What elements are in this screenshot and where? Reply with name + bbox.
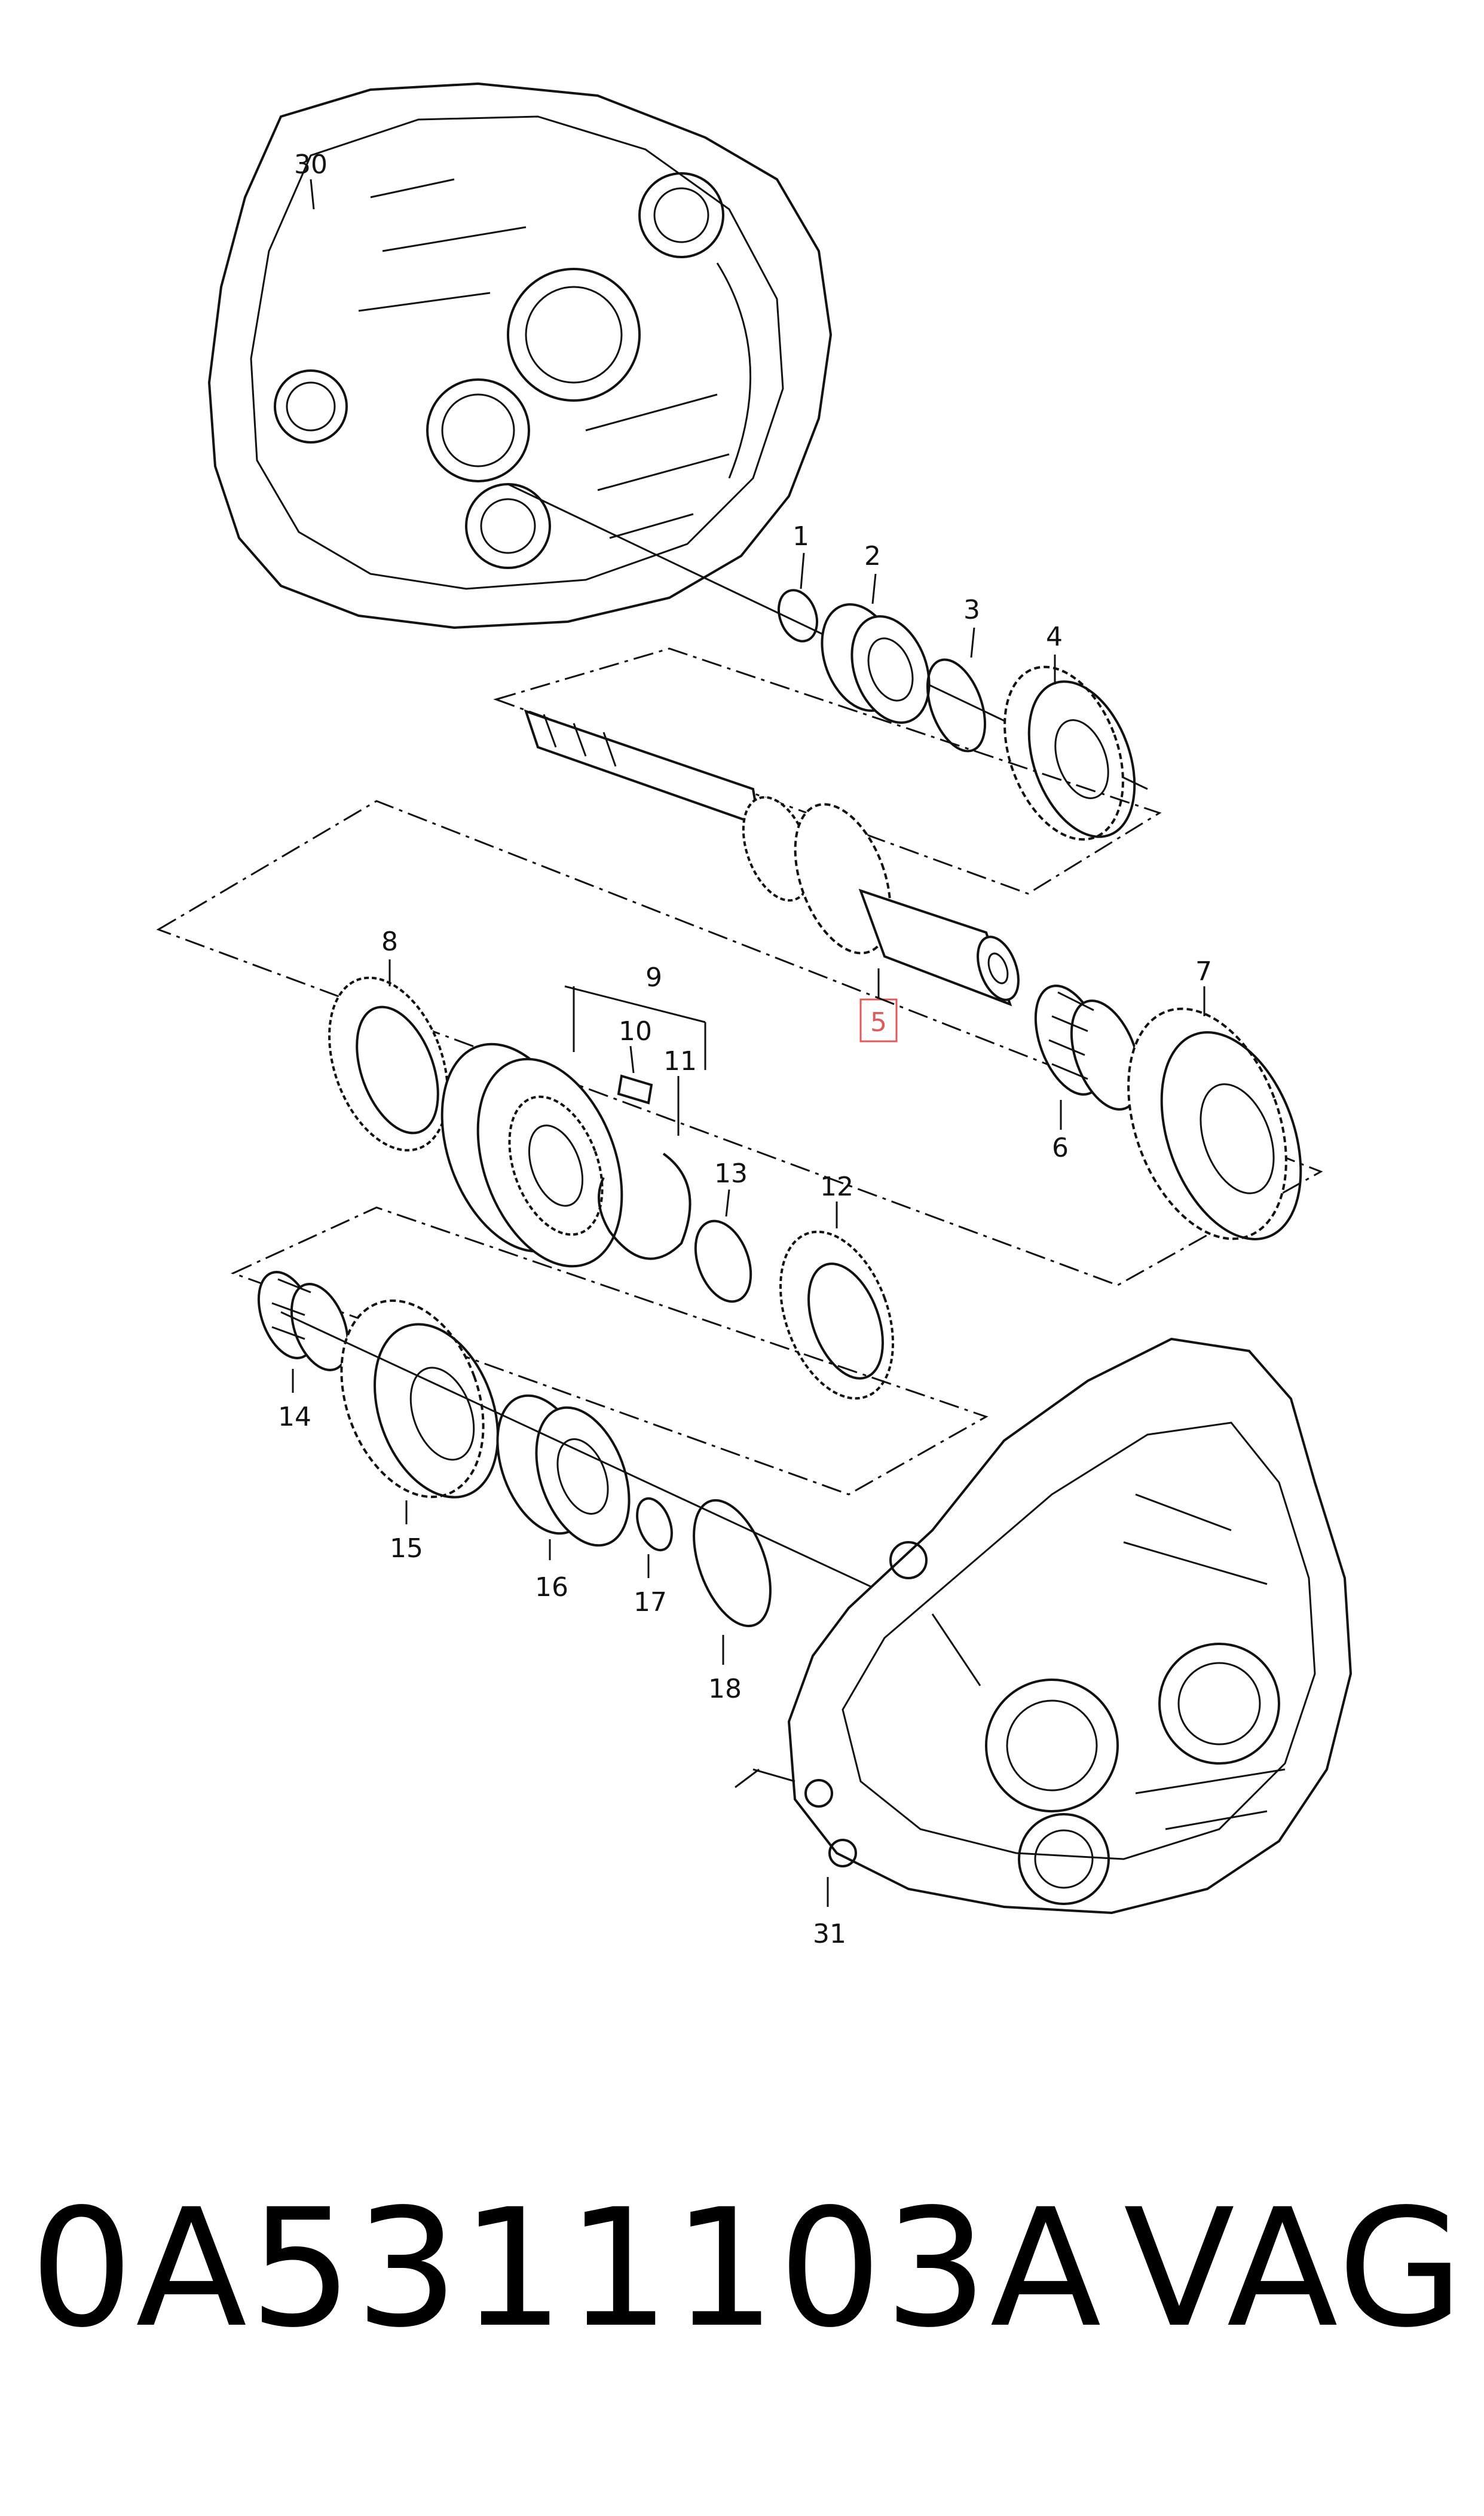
circlip-1 bbox=[778, 589, 818, 643]
shaft-5 bbox=[524, 709, 1020, 1007]
leader-10 bbox=[629, 1045, 635, 1074]
callout-14: 14 bbox=[278, 1402, 311, 1432]
callout-4: 4 bbox=[1046, 622, 1063, 652]
callout-1: 1 bbox=[793, 521, 809, 552]
synchro-hub-9 bbox=[440, 1043, 623, 1268]
leader-30 bbox=[310, 179, 315, 210]
callout-2: 2 bbox=[864, 541, 881, 571]
callout-13: 13 bbox=[714, 1158, 748, 1189]
callout-12: 12 bbox=[820, 1172, 853, 1202]
callout-31: 31 bbox=[813, 1919, 846, 1949]
group-frame-lower bbox=[231, 1206, 989, 1496]
callout-11: 11 bbox=[663, 1046, 697, 1077]
callout-6: 6 bbox=[1052, 1133, 1069, 1163]
callout-3: 3 bbox=[963, 595, 980, 625]
callout-7: 7 bbox=[1195, 956, 1212, 987]
callout-15: 15 bbox=[390, 1533, 423, 1564]
snap-ring-3 bbox=[926, 658, 987, 753]
gear-15 bbox=[340, 1299, 499, 1499]
leader-13 bbox=[725, 1189, 730, 1217]
callout-10: 10 bbox=[619, 1016, 652, 1047]
callout-18: 18 bbox=[708, 1674, 742, 1704]
callout-5: 5 bbox=[870, 1007, 887, 1038]
callout-17: 17 bbox=[634, 1587, 667, 1618]
callout-30: 30 bbox=[294, 149, 328, 180]
bearing-2 bbox=[821, 603, 931, 724]
callout-16: 16 bbox=[535, 1572, 568, 1603]
bracket-9 bbox=[564, 985, 706, 1070]
needle-bearing-6 bbox=[1034, 985, 1142, 1111]
synchro-ring-12 bbox=[779, 1230, 895, 1400]
part-number-caption: 0A5311103A VAG bbox=[30, 2188, 1464, 2367]
synchro-ring-8 bbox=[328, 976, 449, 1152]
exploded-parts-diagram: 30 1 2 3 4 5 bbox=[156, 82, 1353, 1949]
leader-2 bbox=[871, 573, 877, 604]
callout-5-highlight bbox=[859, 998, 898, 1043]
housing-31 bbox=[735, 1337, 1353, 1915]
snap-ring-18 bbox=[693, 1499, 772, 1628]
part-number: 0A5311103A bbox=[30, 2175, 1104, 2364]
leader-1 bbox=[800, 552, 805, 589]
gear-7 bbox=[1127, 1007, 1302, 1240]
locking-piece-10 bbox=[617, 1074, 653, 1105]
callout-8: 8 bbox=[381, 927, 398, 957]
group-frame-middle bbox=[156, 800, 1323, 1286]
gear-4 bbox=[1003, 665, 1136, 841]
circlip-17 bbox=[636, 1497, 673, 1552]
brand-label: VAG bbox=[1124, 2175, 1466, 2364]
circlip-13 bbox=[694, 1219, 752, 1303]
spring-11 bbox=[598, 1152, 691, 1260]
callout-9: 9 bbox=[645, 962, 662, 993]
axis-line-31 bbox=[280, 1311, 969, 1633]
leader-3 bbox=[970, 627, 975, 658]
